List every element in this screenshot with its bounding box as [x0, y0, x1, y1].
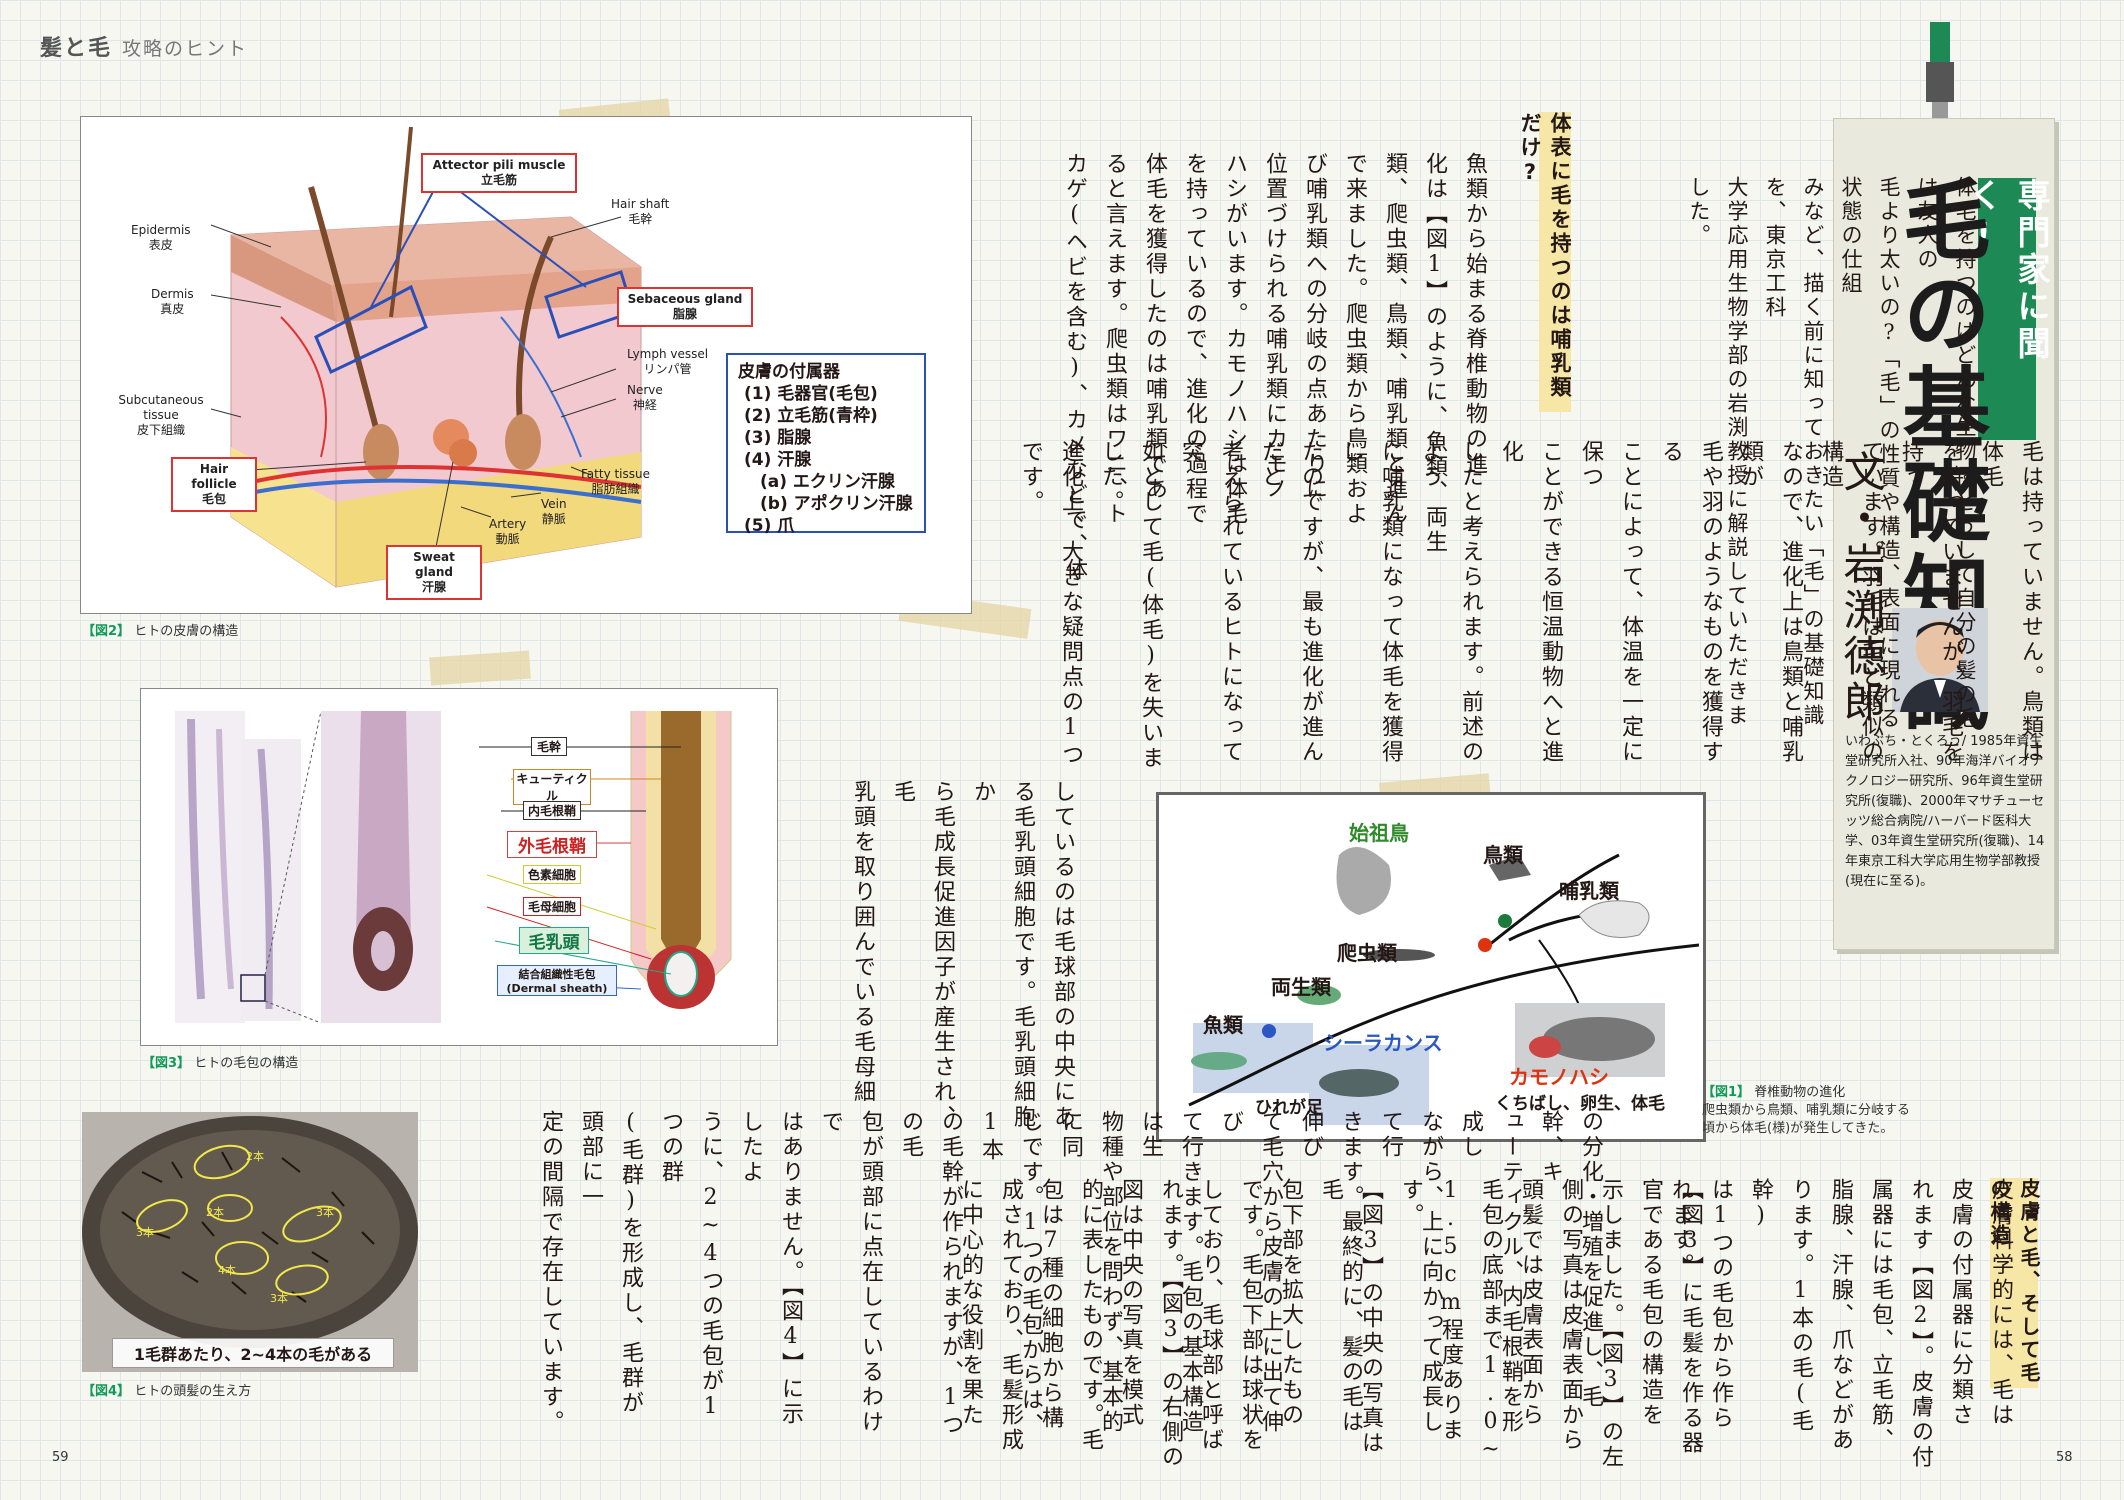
label-platypus-traits: くちばし、卵生、体毛: [1495, 1094, 1665, 1114]
figure-3-caption: 【図3】 ヒトの毛包の構造: [142, 1056, 299, 1071]
page-number-right: 58: [2056, 1450, 2073, 1465]
lead-line: 体毛を持つのはどんな生物?どうして自分の髪の毛は友人の: [1915, 176, 1977, 731]
body-column: 毛は持っていません。鳥類は体毛を持っていませんが、羽毛を持っ ています。羽毛は毛…: [1018, 440, 2043, 771]
evolution-diagram: [1188, 847, 1700, 1125]
label-reptiles: 爬虫類: [1337, 941, 1397, 965]
label-matrix-cell: 毛母細胞: [523, 897, 581, 916]
body-column: 【図3】に毛髪を作る器官である毛包の構造を 示しました。【図3】の左側の写真は皮…: [958, 1178, 1703, 1470]
figure-4-caption: 【図4】 ヒトの頭髪の生え方: [82, 1384, 252, 1399]
portrait-icon: [1900, 620, 1980, 712]
count-label: 3本: [136, 1226, 154, 1239]
label-platypus: カモノハシ: [1509, 1065, 1609, 1089]
label-mammals: 哺乳類: [1559, 879, 1619, 903]
label-hair-shaft: 毛幹: [531, 737, 567, 756]
label-coelacanth: シーラカンス: [1323, 1031, 1443, 1055]
label-dermal-sheath: 結合組織性毛包(Dermal sheath): [497, 965, 617, 996]
label-archaeopteryx: 始祖鳥: [1349, 821, 1409, 845]
article-author: 文・岩渕徳郎: [1837, 450, 1886, 726]
count-label: 2本: [206, 1206, 224, 1219]
appendage-item: (3) 脂腺: [744, 428, 812, 448]
label-melanocyte: 色素細胞: [523, 865, 581, 884]
section-heading: 皮膚と毛、そして毛の構造: [1984, 1178, 2044, 1388]
lead-line: 毛より太いの?「毛」の性質や構造、表面に現れる状態の仕組: [1839, 176, 1901, 731]
count-label: 4本: [218, 1264, 236, 1277]
lead-line: みなど、描く前に知っておきたい「毛」の基礎知識を、東京工科: [1763, 176, 1825, 728]
figure-3-box: 毛幹 キューティクル 内毛根鞘 外毛根鞘 色素細胞 毛母細胞 毛乳頭 結合組織性…: [140, 688, 778, 1046]
label-amphibians: 両生類: [1271, 975, 1331, 999]
label-birds: 鳥類: [1483, 843, 1523, 867]
appendages-box: 皮膚の付属器 (1) 毛器官(毛包) (2) 立毛筋(青枠) (3) 脂腺 (4…: [726, 353, 926, 536]
body-column: の分化・増殖を促進し、毛幹、キューティクル、内毛根鞘を形成し ながら、上に向かっ…: [538, 1110, 1603, 1438]
label-inner-root-sheath: 内毛根鞘: [523, 801, 581, 820]
running-header: 髪と毛攻略のヒント: [40, 30, 248, 62]
page-number-left: 59: [52, 1450, 69, 1465]
appendage-item: (4) 汗腺: [744, 450, 812, 470]
appendages-title: 皮膚の付属器: [738, 362, 840, 382]
count-label: 3本: [270, 1292, 288, 1305]
appendage-item: (5) 爪: [744, 516, 795, 536]
appendage-item: (1) 毛器官(毛包): [744, 384, 878, 404]
series-subtitle: 攻略のヒント: [122, 38, 249, 60]
figure-1-caption: 【図1】 脊椎動物の進化 爬虫類から鳥類、哺乳類に分岐する頃から体毛(様)が発生…: [1702, 1085, 1911, 1136]
count-label: 3本: [316, 1206, 334, 1219]
series-title: 髪と毛: [40, 35, 113, 61]
author-photo: [1892, 608, 1988, 712]
section-heading: 体表に毛を持つのは哺乳類だけ?: [1518, 112, 1575, 412]
body-column: 皮膚科学的には、毛は皮膚の付属器に分類さ れます【図2】。皮膚の付属器には毛包、…: [1668, 1178, 2013, 1470]
appendage-item: (b) アポクリン汗腺: [760, 494, 913, 514]
figure-4-banner: 1毛群あたり、2~4本の毛がある: [112, 1338, 394, 1368]
body-column: しているのは毛球部の中央にある毛乳頭細胞です。毛乳頭細胞か ら毛成長促進因子が産…: [850, 780, 1075, 1130]
label-lobe-fin: ひれが足: [1255, 1098, 1323, 1118]
appendage-item: (2) 立毛筋(青枠): [744, 406, 878, 426]
label-dermal-papilla: 毛乳頭: [519, 927, 589, 954]
figure-4-photo: 2本 3本 2本 3本 4本 3本 1毛群あたり、2~4本の毛がある: [82, 1112, 418, 1372]
body-column: 魚類から始まる脊椎動物の進化は【図1】のように、魚類、両生 類、爬虫類、鳥類、哺…: [1062, 152, 1487, 583]
lead-line: 大学応用生物学部の岩渕教授に解説していただきました。: [1687, 176, 1749, 728]
tape: [429, 650, 531, 686]
label-fish: 魚類: [1203, 1013, 1243, 1037]
scalp-photo: [82, 1116, 418, 1348]
lead-text: 体毛を持つのはどんな生物?どうして自分の髪の毛は友人の 毛より太いの?「毛」の性…: [1680, 176, 1984, 736]
figure-1-box: 始祖鳥 鳥類 哺乳類 爬虫類 両生類 魚類 シーラカンス カモノハシ くちばし、…: [1156, 792, 1706, 1142]
count-label: 2本: [246, 1150, 264, 1163]
figure-2-caption: 【図2】 ヒトの皮膚の構造: [82, 624, 239, 639]
follicle-diagram: [175, 710, 732, 1024]
label-cuticle: キューティクル: [513, 769, 591, 805]
author-bio: いわぶち・とくろう/ 1985年資生堂研究所入社、90年海洋バイオテクノロジー研…: [1845, 734, 2045, 889]
appendage-item: (a) エクリン汗腺: [760, 472, 895, 492]
label-outer-root-sheath: 外毛根鞘: [507, 831, 597, 858]
